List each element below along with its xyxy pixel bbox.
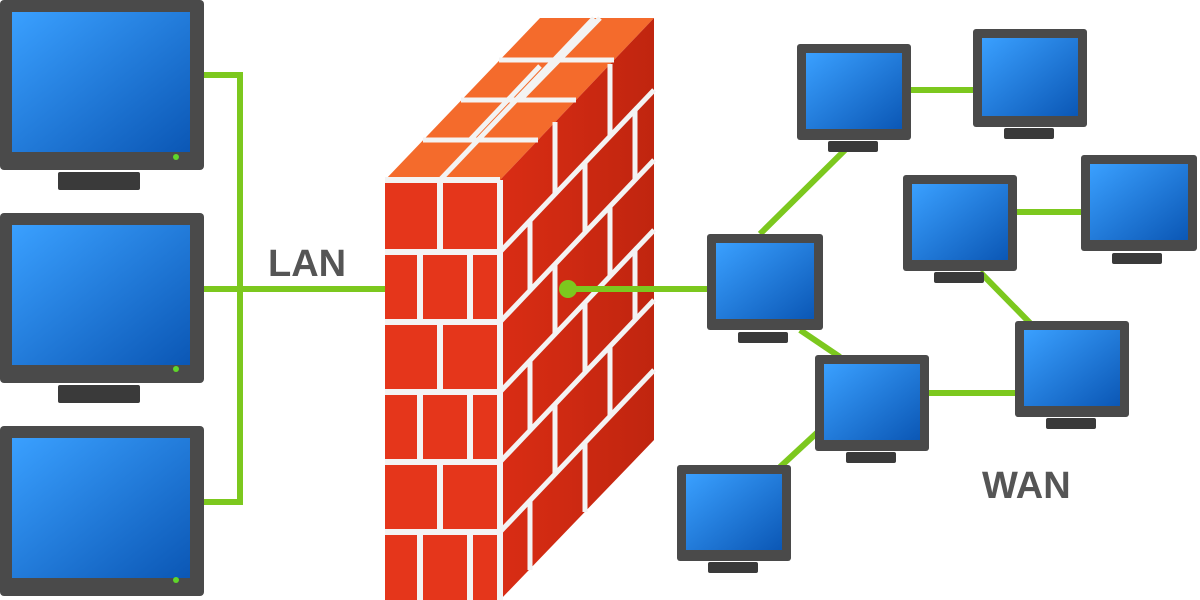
lan-computer-1 — [0, 0, 204, 190]
wan-label: WAN — [982, 465, 1071, 507]
wan-computer-1 — [797, 44, 911, 152]
wan-computer-7 — [1015, 321, 1129, 429]
wan-computer-3 — [707, 234, 823, 343]
wan-computer-2 — [973, 29, 1087, 139]
wan-computer-8 — [677, 465, 791, 573]
lan-links — [204, 75, 385, 502]
wan-link-3 — [800, 330, 840, 357]
wan-link-7 — [980, 272, 1030, 323]
lan-computer-3 — [0, 426, 204, 596]
firewall — [385, 18, 654, 600]
lan-computer-2 — [0, 213, 204, 403]
wan-link-1 — [760, 150, 845, 234]
wan-link-5 — [780, 430, 820, 467]
wan-computer-4 — [903, 175, 1017, 283]
wan-computer-5 — [1081, 155, 1197, 264]
lan-label: LAN — [268, 243, 346, 285]
wan-computer-6 — [815, 355, 929, 463]
